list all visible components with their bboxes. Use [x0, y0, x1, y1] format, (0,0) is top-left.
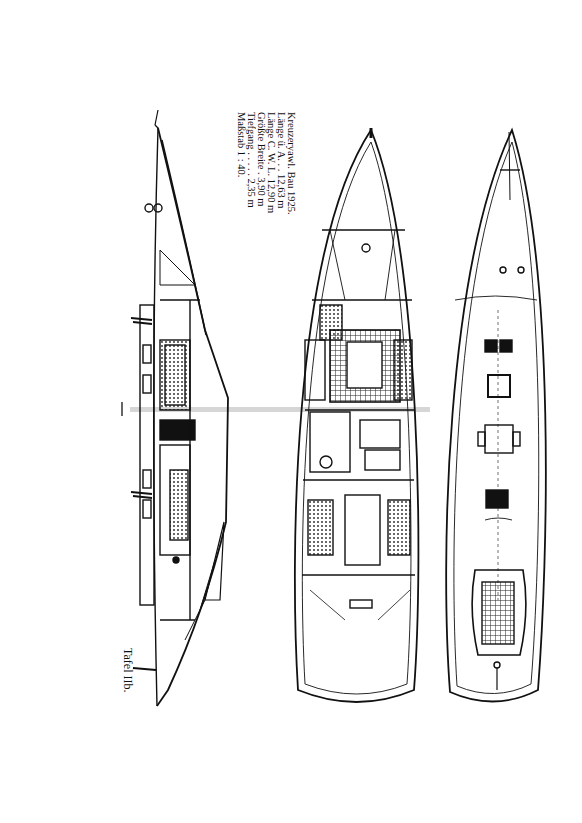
accommodation-plan	[295, 128, 419, 702]
spec-line: Maßstab 1 : 40.	[236, 112, 246, 215]
text-block: Kreuzeryawl. Bau 1925.Länge ü. A. . . 12…	[236, 112, 296, 215]
profile-view	[131, 110, 228, 706]
spec-line: Länge ü. A. . . 12,63 m	[276, 112, 286, 215]
deck-plan	[446, 130, 546, 702]
spec-line: Kreuzeryawl. Bau 1925.	[286, 112, 296, 215]
spec-line: Größte Breite . 3,90 m	[256, 112, 266, 215]
plate-number: Tafel IIb.	[121, 648, 134, 692]
spec-line: Länge C. W. L. 12,90 m	[266, 112, 276, 215]
spec-line: Tiefgang . . . . . 2,35 m	[246, 112, 256, 215]
text-block: Tafel IIb.	[121, 648, 134, 692]
